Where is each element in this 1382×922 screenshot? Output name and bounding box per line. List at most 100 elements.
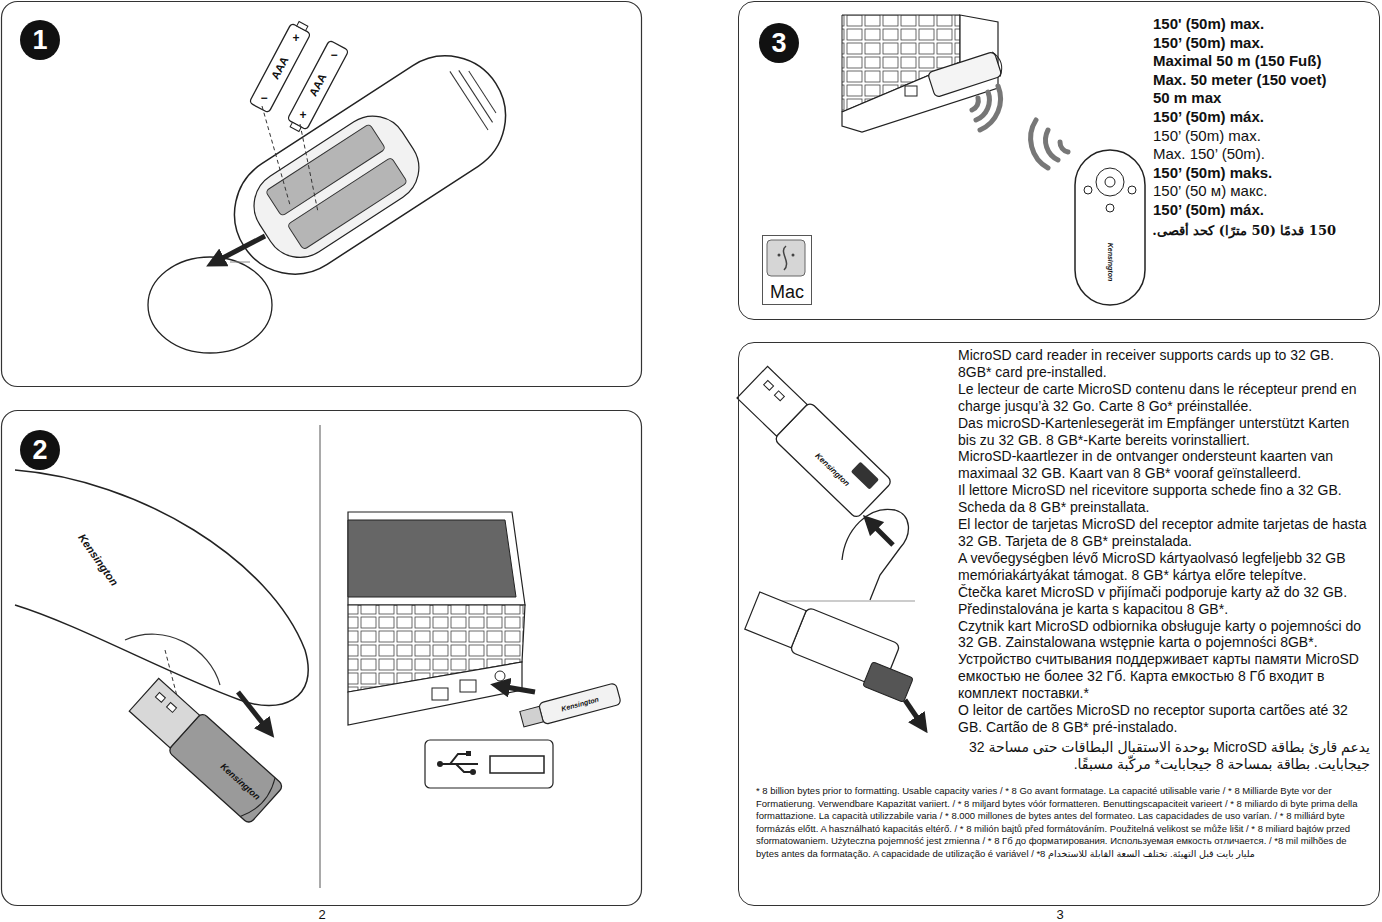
illustration-part: [842, 509, 908, 600]
illustration-part: [262, 106, 290, 205]
range-note: Max. 50 meter (150 voet): [1153, 71, 1375, 90]
illustration-part: [238, 692, 268, 730]
range-text-column: 150' (50m) max.150’ (50m) max.Maximal 50…: [1153, 15, 1375, 240]
illustration-part: [348, 662, 522, 725]
illustration-part: [495, 671, 505, 681]
illustration-part: [459, 70, 493, 122]
feature-note: A vevőegységben lévő MicroSD kártyaolvas…: [958, 550, 1370, 584]
brand-mark: Kensington: [813, 452, 850, 488]
range-note: 150' (50m) max.: [1153, 15, 1375, 34]
illustration-part: [980, 86, 1000, 130]
illustration-part: [241, 103, 433, 271]
illustration-part: [519, 683, 621, 730]
illustration-part: [976, 92, 989, 120]
illustration-part: [287, 157, 407, 250]
illustration-part: [1075, 150, 1145, 305]
range-note: 150’ (50 м) макс.: [1153, 182, 1375, 201]
illustration-part: [460, 680, 476, 692]
range-note: 150’ (50m) máx.: [1153, 108, 1375, 127]
illustration-part: [456, 764, 472, 772]
instruction-panel: 3Mac150' (50m) max.150’ (50m) max.Maxima…: [738, 1, 1380, 320]
feature-note: MicroSD-kaartlezer in de ontvanger onder…: [958, 448, 1370, 482]
illustration-part: [783, 246, 786, 270]
mac-icon-box: Mac: [762, 235, 812, 305]
illustration-part: [287, 40, 349, 130]
illustration-part: [127, 675, 284, 824]
feature-note: MicroSD card reader in receiver supports…: [958, 347, 1370, 381]
illustration-part: [778, 254, 781, 257]
illustration-part: [1060, 142, 1068, 152]
illustration-part: [1106, 204, 1114, 212]
battery-type: AAA: [270, 55, 291, 81]
illustration-part: [905, 700, 922, 725]
illustration-part: [348, 512, 525, 605]
step-number: 2: [32, 437, 47, 464]
illustration-part: [348, 520, 516, 597]
battery-type: AAA: [308, 72, 329, 98]
illustration-part: [285, 40, 349, 134]
range-note: Maximal 50 m (150 Fuß): [1153, 52, 1375, 71]
illustration-part: [863, 662, 914, 703]
illustration-part: [129, 678, 199, 748]
footnote: * 8 billion bytes prior to formatting. U…: [756, 785, 1370, 861]
illustration-part: [767, 240, 805, 276]
polarity-mark: −: [330, 49, 337, 61]
page-number: 3: [1056, 908, 1063, 921]
brand-mark: Kensington: [561, 696, 600, 713]
illustration-part: [520, 706, 543, 727]
brand-mark: Kensington: [1107, 243, 1114, 282]
illustration-part: [297, 22, 308, 31]
feature-note: Čtečka karet MicroSD v přijímači podporu…: [958, 584, 1370, 618]
feature-note: Il lettore MicroSD nel ricevitore suppor…: [958, 482, 1370, 516]
illustration-part: [425, 740, 553, 788]
illustration-part: [1128, 186, 1136, 194]
illustration-part: [905, 86, 917, 96]
illustration-part: [870, 522, 893, 545]
range-note: 150’ (50m) max.: [1153, 127, 1375, 146]
illustration-part: [1084, 186, 1092, 194]
illustration-part: [440, 763, 478, 765]
polarity-mark: −: [260, 92, 267, 104]
feature-note: Устройство считывания поддерживает карты…: [958, 651, 1370, 702]
illustration-part: [1046, 130, 1058, 160]
step-number: 3: [771, 30, 786, 57]
range-note: 150’ (50m) máx.: [1153, 201, 1375, 220]
illustration-part: [2, 411, 642, 906]
illustration-part: [320, 425, 321, 888]
range-note: 50 m max: [1153, 89, 1375, 108]
illustration-part: [500, 686, 535, 692]
feature-note: يدعم قارئ بطاقة MicroSD بوحدة الاستقبال …: [958, 739, 1370, 773]
illustration-part: [972, 98, 978, 110]
microsd-text-column: MicroSD card reader in receiver supports…: [958, 347, 1370, 773]
illustration-part: [745, 592, 806, 648]
illustration-part: [470, 769, 476, 775]
instruction-panel: MicroSD card reader in receiver supports…: [738, 342, 1380, 906]
illustration-part: [774, 391, 784, 401]
illustration-part: [972, 86, 1068, 168]
step-number-circle: 2: [20, 430, 60, 470]
illustration-part: [466, 751, 471, 756]
step-number-circle: 3: [759, 23, 799, 63]
illustration-part: [538, 683, 621, 725]
illustration-part: [2, 2, 642, 387]
illustration-part: [230, 262, 250, 263]
feature-note: El lector de tarjetas MicroSD del recept…: [958, 516, 1370, 550]
brand-mark: Kensington: [219, 762, 262, 802]
illustration-part: [927, 51, 1002, 97]
illustration-part: [1105, 177, 1115, 187]
illustration-part: [15, 470, 308, 706]
footnote-block: * 8 billion bytes prior to formatting. U…: [756, 785, 1370, 861]
illustration-part: [432, 688, 448, 700]
illustration-part: [737, 366, 807, 436]
illustration-part: [300, 124, 318, 212]
illustration-part: [927, 50, 1004, 97]
range-note: 150’ (50m) max.: [1153, 34, 1375, 53]
illustration-part: [764, 380, 774, 390]
feature-note: Czytnik kart MicroSD odbiornika obsługuj…: [958, 618, 1370, 652]
illustration-part: [290, 122, 301, 131]
illustration-part: [212, 33, 529, 297]
illustration-part: [734, 363, 892, 518]
illustration-part: [450, 754, 468, 764]
illustration-part: [215, 236, 265, 262]
illustration-part: [992, 50, 1005, 76]
